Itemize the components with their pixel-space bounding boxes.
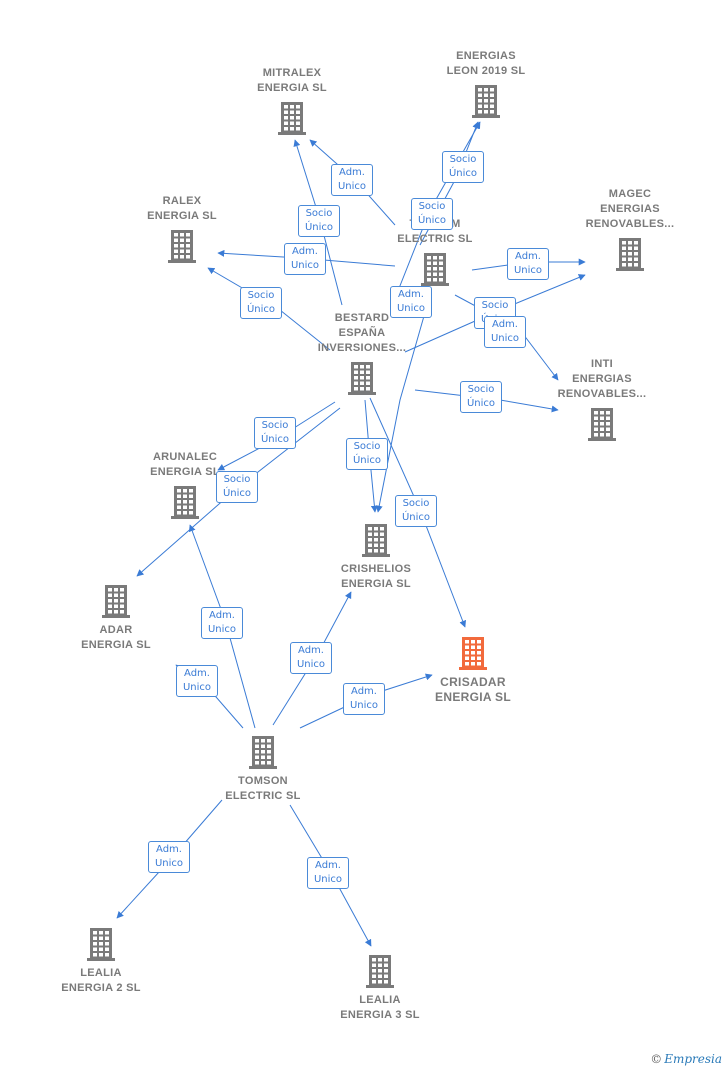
relation-label[interactable]: Socio Único [254,417,296,449]
company-label-lealia2[interactable]: LEALIA ENERGIA 2 SL [36,966,166,996]
relation-label[interactable]: Adm. Unico [484,316,526,348]
company-node-tomson[interactable] [245,734,281,770]
relation-label[interactable]: Socio Único [395,495,437,527]
relation-label[interactable]: Socio Único [346,438,388,470]
company-name: RALEX ENERGIA SL [147,195,217,222]
company-node-bestard[interactable] [344,360,380,396]
company-name: CRISHELIOS ENERGIA SL [340,563,412,590]
company-node-ralex[interactable] [164,228,200,264]
company-node-inti[interactable] [584,406,620,442]
company-label-bestard[interactable]: BESTARD ESPAÑA INVERSIONES... [297,311,427,356]
company-name: BESTARD ESPAÑA INVERSIONES... [317,312,407,354]
relation-label[interactable]: Adm. Unico [307,857,349,889]
relation-label[interactable]: Adm. Unico [343,683,385,715]
edge-tomson_top-to-crishelios [375,294,431,513]
company-node-lealia2[interactable] [83,926,119,962]
relation-label[interactable]: Socio Único [298,205,340,237]
building-icon [472,85,500,118]
building-icon [278,102,306,135]
company-name: MITRALEX ENERGIA SL [257,67,327,94]
company-node-crisadar[interactable] [455,635,491,671]
relation-label[interactable]: Adm. Unico [201,607,243,639]
company-label-energias_leon[interactable]: ENERGIAS LEON 2019 SL [421,49,551,79]
company-node-arunalec[interactable] [167,484,203,520]
building-icon [459,637,487,670]
relation-label[interactable]: Adm. Unico [507,248,549,280]
building-icon [171,486,199,519]
company-name: INTI ENERGIAS RENOVABLES... [557,358,647,400]
company-label-tomson[interactable]: TOMSON ELECTRIC SL [198,774,328,804]
relation-label[interactable]: Socio Único [240,287,282,319]
building-icon [348,362,376,395]
company-node-adar[interactable] [98,583,134,619]
company-label-crishelios[interactable]: CRISHELIOS ENERGIA SL [311,562,441,592]
company-node-tomson_top[interactable] [417,251,453,287]
brand-name: Empresia [664,1052,722,1066]
company-node-energias_leon[interactable] [468,83,504,119]
company-name: MAGEC ENERGIAS RENOVABLES... [585,188,675,230]
relation-label[interactable]: Adm. Unico [176,665,218,697]
company-node-crishelios[interactable] [358,522,394,558]
company-label-adar[interactable]: ADAR ENERGIA SL [51,623,181,653]
building-icon [249,736,277,769]
relation-label[interactable]: Adm. Unico [148,841,190,873]
company-label-crisadar[interactable]: CRISADAR ENERGIA SL [408,675,538,705]
relation-label[interactable]: Socio Único [460,381,502,413]
company-label-inti[interactable]: INTI ENERGIAS RENOVABLES... [537,357,667,402]
building-icon [366,955,394,988]
company-name: TOMSON ELECTRIC SL [225,775,301,802]
relation-label[interactable]: Socio Único [411,198,453,230]
company-label-lealia3[interactable]: LEALIA ENERGIA 3 SL [315,993,445,1023]
company-label-mitralex[interactable]: MITRALEX ENERGIA SL [227,66,357,96]
company-name: ADAR ENERGIA SL [81,624,151,651]
relation-label[interactable]: Socio Único [216,471,258,503]
building-icon [102,585,130,618]
company-node-magec[interactable] [612,236,648,272]
building-icon [421,253,449,286]
building-icon [616,238,644,271]
building-icon [168,230,196,263]
copyright-icon: © [650,1052,663,1066]
relation-label[interactable]: Socio Único [442,151,484,183]
company-name: ENERGIAS LEON 2019 SL [446,50,526,77]
company-node-lealia3[interactable] [362,953,398,989]
relation-label[interactable]: Adm. Unico [284,243,326,275]
relation-label[interactable]: Adm. Unico [290,642,332,674]
company-label-ralex[interactable]: RALEX ENERGIA SL [117,194,247,224]
company-node-mitralex[interactable] [274,100,310,136]
building-icon [362,524,390,557]
company-name: LEALIA ENERGIA 3 SL [340,994,420,1021]
company-name: CRISADAR ENERGIA SL [435,675,511,704]
relation-label[interactable]: Adm. Unico [331,164,373,196]
company-name: LEALIA ENERGIA 2 SL [61,967,141,994]
building-icon [588,408,616,441]
brand-footer[interactable]: ©Empresia [650,1052,722,1066]
relation-label[interactable]: Adm. Unico [390,286,432,318]
company-label-magec[interactable]: MAGEC ENERGIAS RENOVABLES... [565,187,695,232]
building-icon [87,928,115,961]
